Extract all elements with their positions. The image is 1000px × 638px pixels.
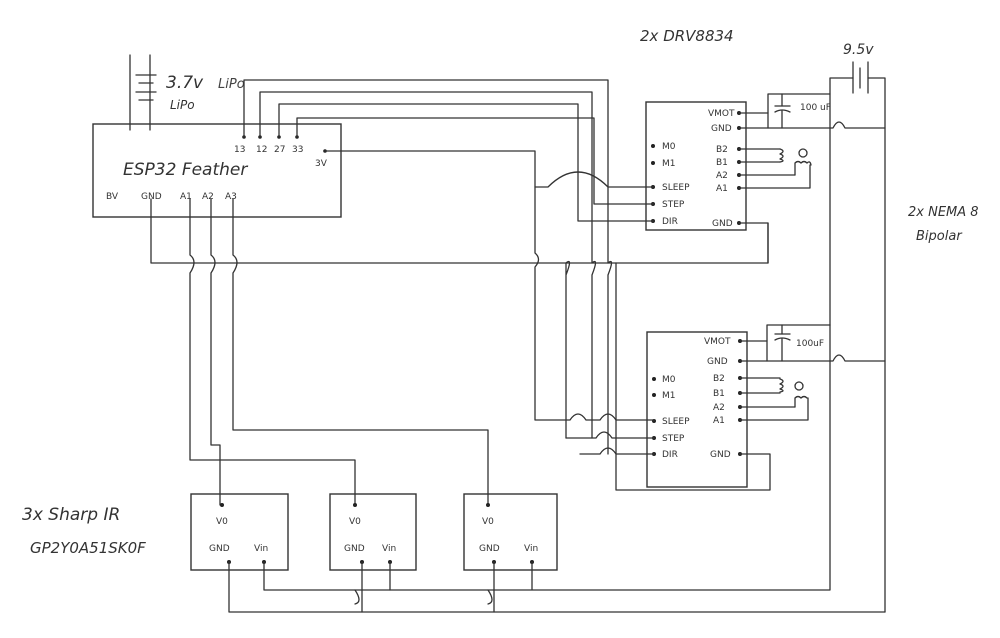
esp32-pin-27: 27 [274,145,285,155]
sensor-1: V0 GND Vin [190,493,289,571]
driver-lower [646,331,748,488]
pin-vmot: VMOT [708,109,735,119]
sensor-2-gnd: GND [344,544,365,554]
esp32-pin-13: 13 [234,145,245,155]
esp32-pin-3v: 3V [315,159,328,169]
sensor-power-wires [228,324,886,613]
sensor-1-gnd: GND [209,544,230,554]
driver-title: 2x DRV8834 [640,27,734,45]
esp32-name: ESP32 Feather [123,160,248,180]
esp32-pin-33: 33 [292,145,303,155]
pin-dir: DIR [662,217,678,227]
pin-gnd-2: GND [710,450,731,460]
pin-b2: B2 [713,374,725,384]
capacitor-upper-label: 100 uF [800,103,831,113]
pin-a1: A1 [716,184,728,194]
pin-m0: M0 [662,142,676,152]
sensor-3-vo: V0 [482,517,494,527]
esp32-pin-gnd: GND [141,192,162,202]
sensor-2-vin: Vin [382,544,396,554]
pin-m0: M0 [662,375,676,385]
driver-lower-left-pins: M0 M1 SLEEP STEP DIR [652,375,690,460]
pin-gnd-2: GND [712,219,733,229]
capacitor-upper [738,93,831,129]
signal-wires [150,79,771,506]
capacitor-lower-label: 100uF [796,339,824,349]
sensor-2-vo: V0 [349,517,361,527]
pin-step: STEP [662,200,685,210]
pin-a2: A2 [713,403,725,413]
sensor-3-vin: Vin [524,544,538,554]
esp32-top-pins: 13 12 27 33 [234,135,303,155]
pin-sleep: SLEEP [662,183,690,193]
pin-a1: A1 [713,416,725,426]
battery-voltage: 3.7v [166,73,204,93]
motor-upper [738,148,812,189]
esp32-board [92,123,342,218]
driver-upper-left-pins: M0 M1 SLEEP STEP DIR [651,142,690,227]
motor-label-line2: Bipolar [916,229,963,244]
sensor-1-vo: V0 [216,517,228,527]
pin-gnd: GND [707,357,728,367]
driver-lower-right-pins: VMOT GND B2 B1 A2 A1 GND [704,337,742,460]
pin-dir: DIR [662,450,678,460]
power-label: 9.5v [843,42,874,58]
sensor-label-line1: 3x Sharp IR [22,505,120,525]
esp32-pin-a2: A2 [202,192,214,202]
pin-step: STEP [662,434,685,444]
battery-type: LiPo [170,98,195,112]
pin-gnd: GND [711,124,732,134]
battery-symbol [129,54,157,131]
pin-b1: B1 [713,389,725,399]
pin-vmot: VMOT [704,337,731,347]
driver-upper [645,101,747,231]
pin-m1: M1 [662,391,676,401]
pin-a2: A2 [716,171,728,181]
sensor-label-line2: GP2Y0A51SK0F [30,539,146,557]
esp32-pin-a1: A1 [180,192,192,202]
pin-m1: M1 [662,159,676,169]
sensor-2: V0 GND Vin [329,493,417,571]
esp32-pin-a3: A3 [225,192,237,202]
sensor-3-gnd: GND [479,544,500,554]
esp32-bottom-pins: BV GND A1 A2 A3 [106,192,237,202]
motor-lower [739,377,809,421]
driver-upper-right-pins: VMOT GND B2 B1 A2 A1 GND [708,109,741,229]
pin-b1: B1 [716,158,728,168]
capacitor-lower [739,324,831,362]
sensor-3: V0 GND Vin [463,493,558,571]
pin-sleep: SLEEP [662,417,690,427]
motor-label-line1: 2x NEMA 8 [908,205,979,220]
sensor-1-vin: Vin [254,544,268,554]
pin-b2: B2 [716,145,728,155]
esp32-pin-12: 12 [256,145,267,155]
power-supply-9v [738,61,886,613]
esp32-pin-bv: BV [106,192,119,202]
battery-faint-label: LiPo [218,77,245,92]
